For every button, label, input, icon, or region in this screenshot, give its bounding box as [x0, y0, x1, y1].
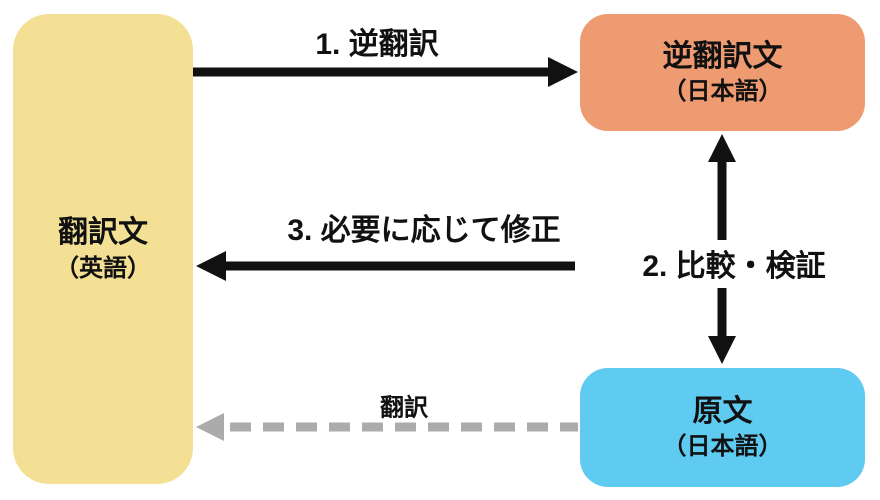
edge-label-translate: 翻訳 — [380, 394, 428, 422]
arrow-compare-up — [708, 134, 736, 240]
arrow-translate-dashed — [196, 413, 578, 441]
edge-label-revise: 3. 必要に応じて修正 — [287, 214, 561, 247]
node-translated-text: 翻訳文 （英語） — [13, 14, 193, 484]
node-source-sublabel: （日本語） — [662, 433, 783, 461]
arrowhead-down-icon — [708, 336, 736, 364]
edge-label-back-translate: 1. 逆翻訳 — [315, 28, 439, 61]
arrowhead-left-gray-icon — [196, 413, 224, 441]
edge-label-compare: 2. 比較・検証 — [642, 250, 826, 283]
node-back-translation-text: 逆翻訳文 （日本語） — [580, 14, 865, 131]
node-source-text: 原文 （日本語） — [580, 368, 865, 487]
arrowhead-left-icon — [196, 251, 226, 281]
node-back-translation-sublabel: （日本語） — [662, 78, 783, 106]
node-translated-sublabel: （英語） — [55, 254, 151, 282]
arrow-compare-down — [708, 288, 736, 364]
node-source-label: 原文 — [692, 394, 753, 428]
node-back-translation-label: 逆翻訳文 — [662, 39, 783, 73]
arrowhead-right-icon — [548, 57, 578, 87]
arrow-back-translate — [193, 57, 578, 87]
node-translated-label: 翻訳文 — [58, 216, 148, 250]
arrowhead-up-icon — [708, 134, 736, 162]
arrow-revise — [196, 251, 575, 281]
